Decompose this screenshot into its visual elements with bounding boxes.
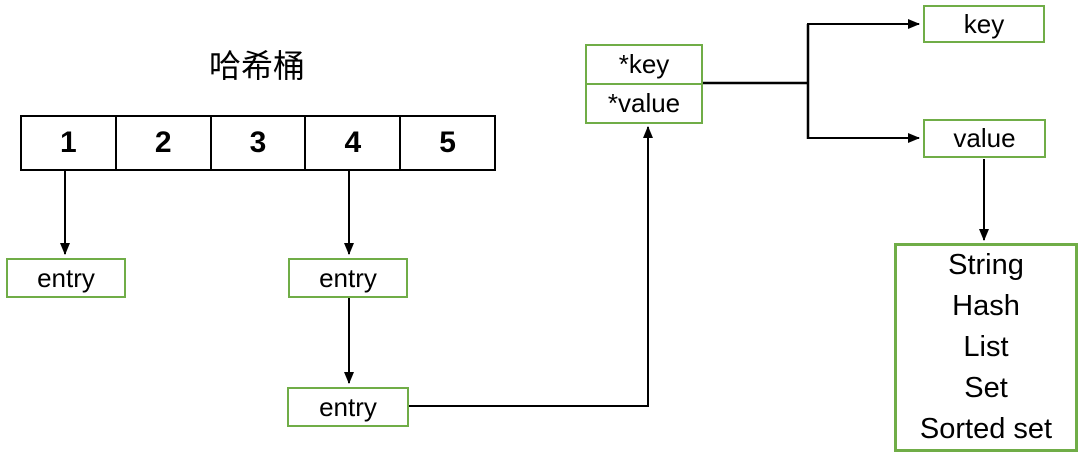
hash-array-cell-1: 1 <box>60 126 77 159</box>
value-type-list: List <box>963 331 1009 363</box>
arrow-entry3-to-pointer <box>409 126 653 407</box>
entry-box-2: entry <box>288 258 408 298</box>
key-box: key <box>923 5 1045 43</box>
pointer-row-value: *value <box>587 83 701 122</box>
pointer-node: *key *value <box>585 44 703 124</box>
branch-connector <box>702 24 810 139</box>
entry-box-3: entry <box>287 387 409 427</box>
pointer-row-key: *key <box>618 49 670 79</box>
diagram-title: 哈希桶 <box>208 48 305 84</box>
value-type-sorted-set: Sorted set <box>919 413 1053 445</box>
hash-array: 1 2 3 4 5 <box>20 115 496 171</box>
hash-array-cell-4: 4 <box>304 117 399 169</box>
entry-box-1: entry <box>6 258 126 298</box>
hash-array-cell-3: 3 <box>209 117 305 169</box>
value-type-hash: Hash <box>952 290 1020 322</box>
hash-array-cell-2: 2 <box>114 117 210 169</box>
value-box: value <box>923 119 1046 158</box>
hash-array-cell-5: 5 <box>399 117 494 169</box>
value-types-box: String Hash List Set Sorted set <box>894 243 1078 452</box>
value-type-set: Set <box>964 372 1008 404</box>
value-type-string: String <box>948 249 1024 281</box>
